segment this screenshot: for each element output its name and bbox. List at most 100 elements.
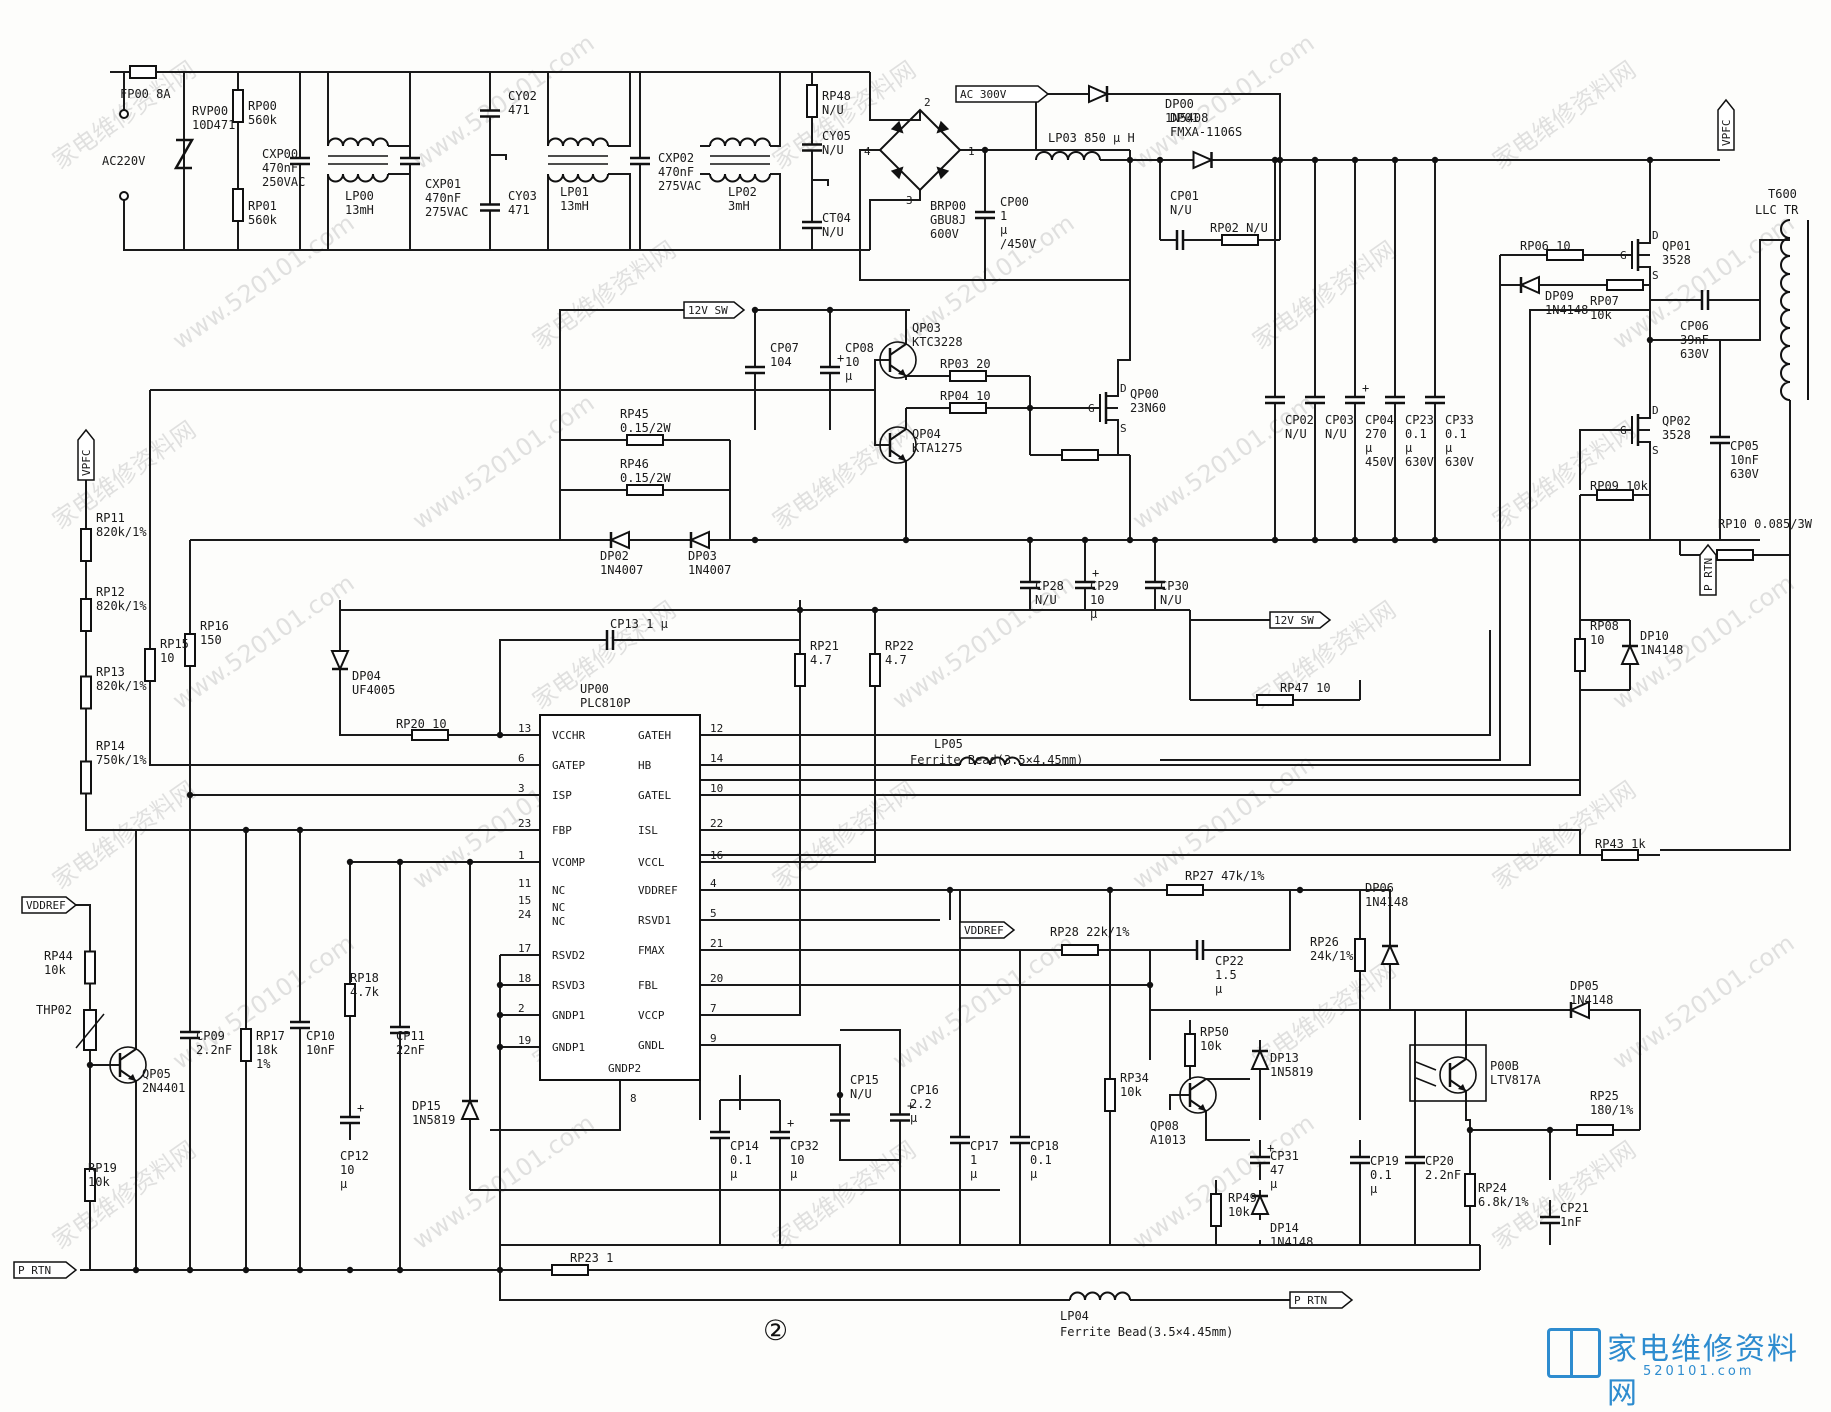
wire [1638, 404, 1650, 418]
junction-dot [497, 1012, 503, 1018]
ic-pin-number: 9 [710, 1032, 717, 1045]
resistor-rp22 [870, 654, 880, 686]
junction-dot [837, 1092, 843, 1098]
polarity-mark: + [1092, 566, 1099, 580]
inductor-winding [710, 174, 770, 182]
junction-dot [1152, 537, 1158, 543]
label-ac220v: AC220V [102, 154, 145, 168]
inductor-lp03 [1036, 152, 1100, 160]
ic-pin-name: ISP [552, 789, 572, 802]
ic-pin-number: 2 [518, 1002, 525, 1015]
net-tag-prtn: P RTN [1700, 545, 1716, 595]
junction-dot [1027, 405, 1033, 411]
wire [1020, 310, 1650, 765]
junction-dot [347, 859, 353, 865]
ac-terminal [120, 110, 128, 118]
net-tag-text: AC 300V [960, 88, 1007, 101]
transformer-t600 [1781, 220, 1790, 400]
brand-logo: 家电维修资料网 520101.com [1547, 1322, 1807, 1386]
bridge-pin: 1 [968, 145, 975, 158]
junction-dot [827, 307, 833, 313]
junction-dot [87, 1062, 93, 1068]
label-rp47: RP47 10 [1280, 681, 1331, 695]
junction-dot [1352, 537, 1358, 543]
label-rp10: RP10 0.085/3W [1718, 517, 1813, 531]
net-tag-ac300: AC 300V [956, 86, 1048, 102]
wire [1106, 382, 1118, 396]
wire [190, 680, 530, 795]
diode-dp03 [691, 532, 709, 548]
resistor-rp12 [81, 599, 91, 631]
ic-pin-number: 18 [518, 972, 531, 985]
net-tag-text: 12V SW [1274, 614, 1314, 627]
mosfet-pin: S [1652, 269, 1659, 282]
net-tag-text: VPFC [1720, 120, 1733, 147]
wire [770, 174, 780, 250]
ic-pin-number: 7 [710, 1002, 717, 1015]
net-tag-text: P RTN [1294, 1294, 1327, 1307]
resistor-rp14 [81, 762, 91, 794]
wire [490, 155, 506, 160]
resistor-rp44 [85, 952, 95, 984]
resistor-rp34 [1105, 1079, 1115, 1111]
junction-dot [397, 1267, 403, 1273]
net-tag-vddref: VDDREF [960, 922, 1014, 938]
wire [740, 1045, 840, 1095]
wire [1638, 229, 1650, 243]
resistor-rp43 [1602, 850, 1638, 860]
label-rp02: RP02 N/U [1210, 221, 1268, 235]
ic-pin-number: 13 [518, 722, 531, 735]
label-t600: T600 [1768, 187, 1797, 201]
ac-terminal [120, 192, 128, 200]
brand-url: 520101.com [1643, 1364, 1755, 1379]
ic-pin-name: ISL [638, 824, 658, 837]
net-tag-sw12: 12V SW [1270, 612, 1330, 628]
resistor-rp13 [81, 677, 91, 709]
junction-dot [497, 982, 503, 988]
resistor-rp08 [1575, 639, 1585, 671]
resistor-rp23 [552, 1265, 588, 1275]
label-rp20: RP20 10 [396, 717, 447, 731]
junction-dot [187, 1267, 193, 1273]
junction-dot [1272, 157, 1278, 163]
ic-part: PLC810P [580, 696, 631, 710]
transistor-collector [1190, 1079, 1206, 1090]
junction-dot [347, 1267, 353, 1273]
watermark-text: 家电维修资料网 [1487, 416, 1641, 535]
ic-pin-number: 14 [710, 752, 724, 765]
label-lp03: LP03 850 μ H [1048, 131, 1135, 145]
optocoupler-arrow [1416, 1078, 1436, 1086]
sheet-number: ② [763, 1314, 788, 1347]
resistor-rp25 [1577, 1125, 1613, 1135]
ic-pin-number: 1 [518, 849, 525, 862]
ic-pin-number: 16 [710, 849, 723, 862]
polarity-mark: + [1362, 381, 1369, 395]
resistor-rp03 [950, 371, 986, 381]
ic-pin-name: GNDL [638, 1039, 665, 1052]
book-icon [1547, 1328, 1601, 1378]
ic-pin-name: GATEL [638, 789, 671, 802]
ic-pin-name: VCCL [638, 856, 665, 869]
resistor-rp47 [1257, 695, 1293, 705]
ic-pin-number: 17 [518, 942, 531, 955]
label-lp05: LP05 [934, 737, 963, 751]
transistor-collector [1450, 1059, 1466, 1070]
